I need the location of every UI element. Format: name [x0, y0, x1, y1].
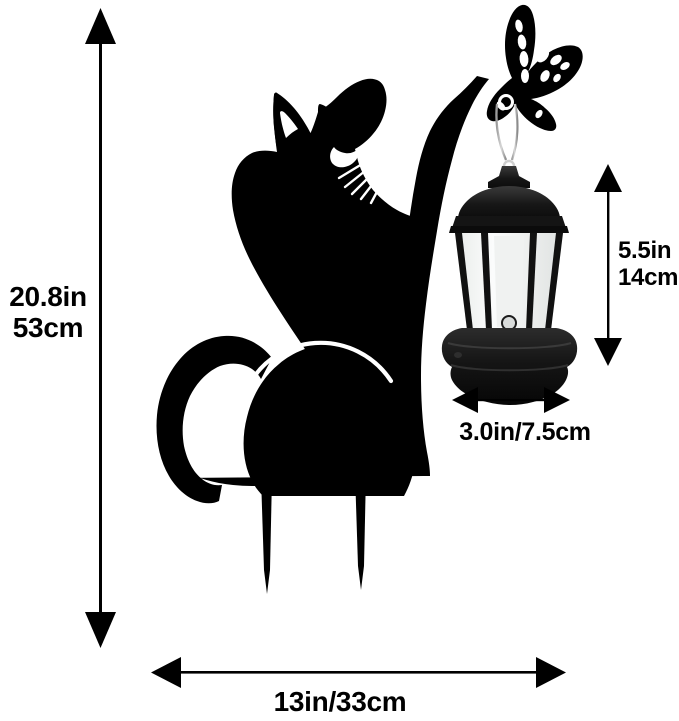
hanger-top-ring — [498, 94, 514, 110]
cat-haunch — [243, 343, 417, 496]
cat-stake-right — [355, 473, 366, 590]
lantern-height-arrow-shaft — [607, 188, 610, 340]
lantern-height-arrow-head-top — [594, 164, 622, 192]
overall-height-arrow-shaft — [99, 38, 102, 626]
cat-whiskers — [337, 156, 388, 205]
cat-haunch-crescent — [249, 340, 394, 384]
lantern-height-centimeters: 14cm — [618, 263, 679, 291]
cat-eye — [330, 147, 359, 168]
lantern-inner-panel — [494, 236, 524, 327]
lantern-base-vent — [454, 352, 462, 358]
lantern-width-value: 3.0in/7.5cm — [459, 418, 591, 446]
overall-width-arrow-head-right — [536, 657, 566, 688]
lantern-width-label: 3.0in/7.5cm — [432, 418, 618, 446]
overall-width-arrow-head-left — [151, 657, 181, 688]
lantern-base-ridge-top — [447, 342, 572, 350]
lantern-width-arrow — [452, 387, 570, 413]
lantern-hanger-wire — [495, 103, 519, 161]
lantern-cap-collar — [452, 216, 566, 228]
lantern-width-arrow-head-left — [452, 387, 478, 413]
lantern-frame-bars — [455, 233, 563, 330]
overall-width-arrow — [151, 657, 566, 688]
cat-ear-inner-slit — [280, 111, 298, 138]
lantern-base-ridge-mid — [450, 364, 569, 372]
cat-stake-left — [261, 477, 272, 594]
overall-height-arrow-head-bottom — [85, 612, 116, 648]
overall-height-inches: 20.8in — [9, 281, 87, 312]
overall-height-label: 20.8in 53cm — [0, 281, 96, 344]
lantern-width-arrow-shaft — [474, 399, 546, 402]
cat-body-shape — [394, 76, 489, 476]
overall-width-label: 13in/33cm — [250, 686, 430, 717]
lantern-width-arrow-head-right — [544, 387, 570, 413]
solar-lantern — [441, 166, 578, 405]
lantern-height-arrow-head-bottom — [594, 338, 622, 366]
lantern-finial — [488, 166, 530, 188]
overall-width-arrow-shaft — [176, 671, 540, 674]
lantern-cap-rim — [449, 226, 569, 233]
overall-height-arrow-head-top — [85, 8, 116, 44]
lantern-dome — [458, 186, 560, 219]
cat-tail — [156, 335, 272, 504]
overall-height-arrow — [85, 8, 116, 648]
cat-ear-right — [308, 104, 350, 138]
lantern-height-arrow — [594, 164, 622, 366]
cat-silhouette — [156, 76, 489, 594]
cat-nose — [374, 139, 388, 151]
lantern-height-label: 5.5in 14cm — [618, 237, 679, 292]
overall-width-value: 13in/33cm — [273, 686, 407, 717]
overall-height-centimeters: 53cm — [12, 312, 84, 344]
lantern-height-inches: 5.5in — [618, 237, 672, 264]
